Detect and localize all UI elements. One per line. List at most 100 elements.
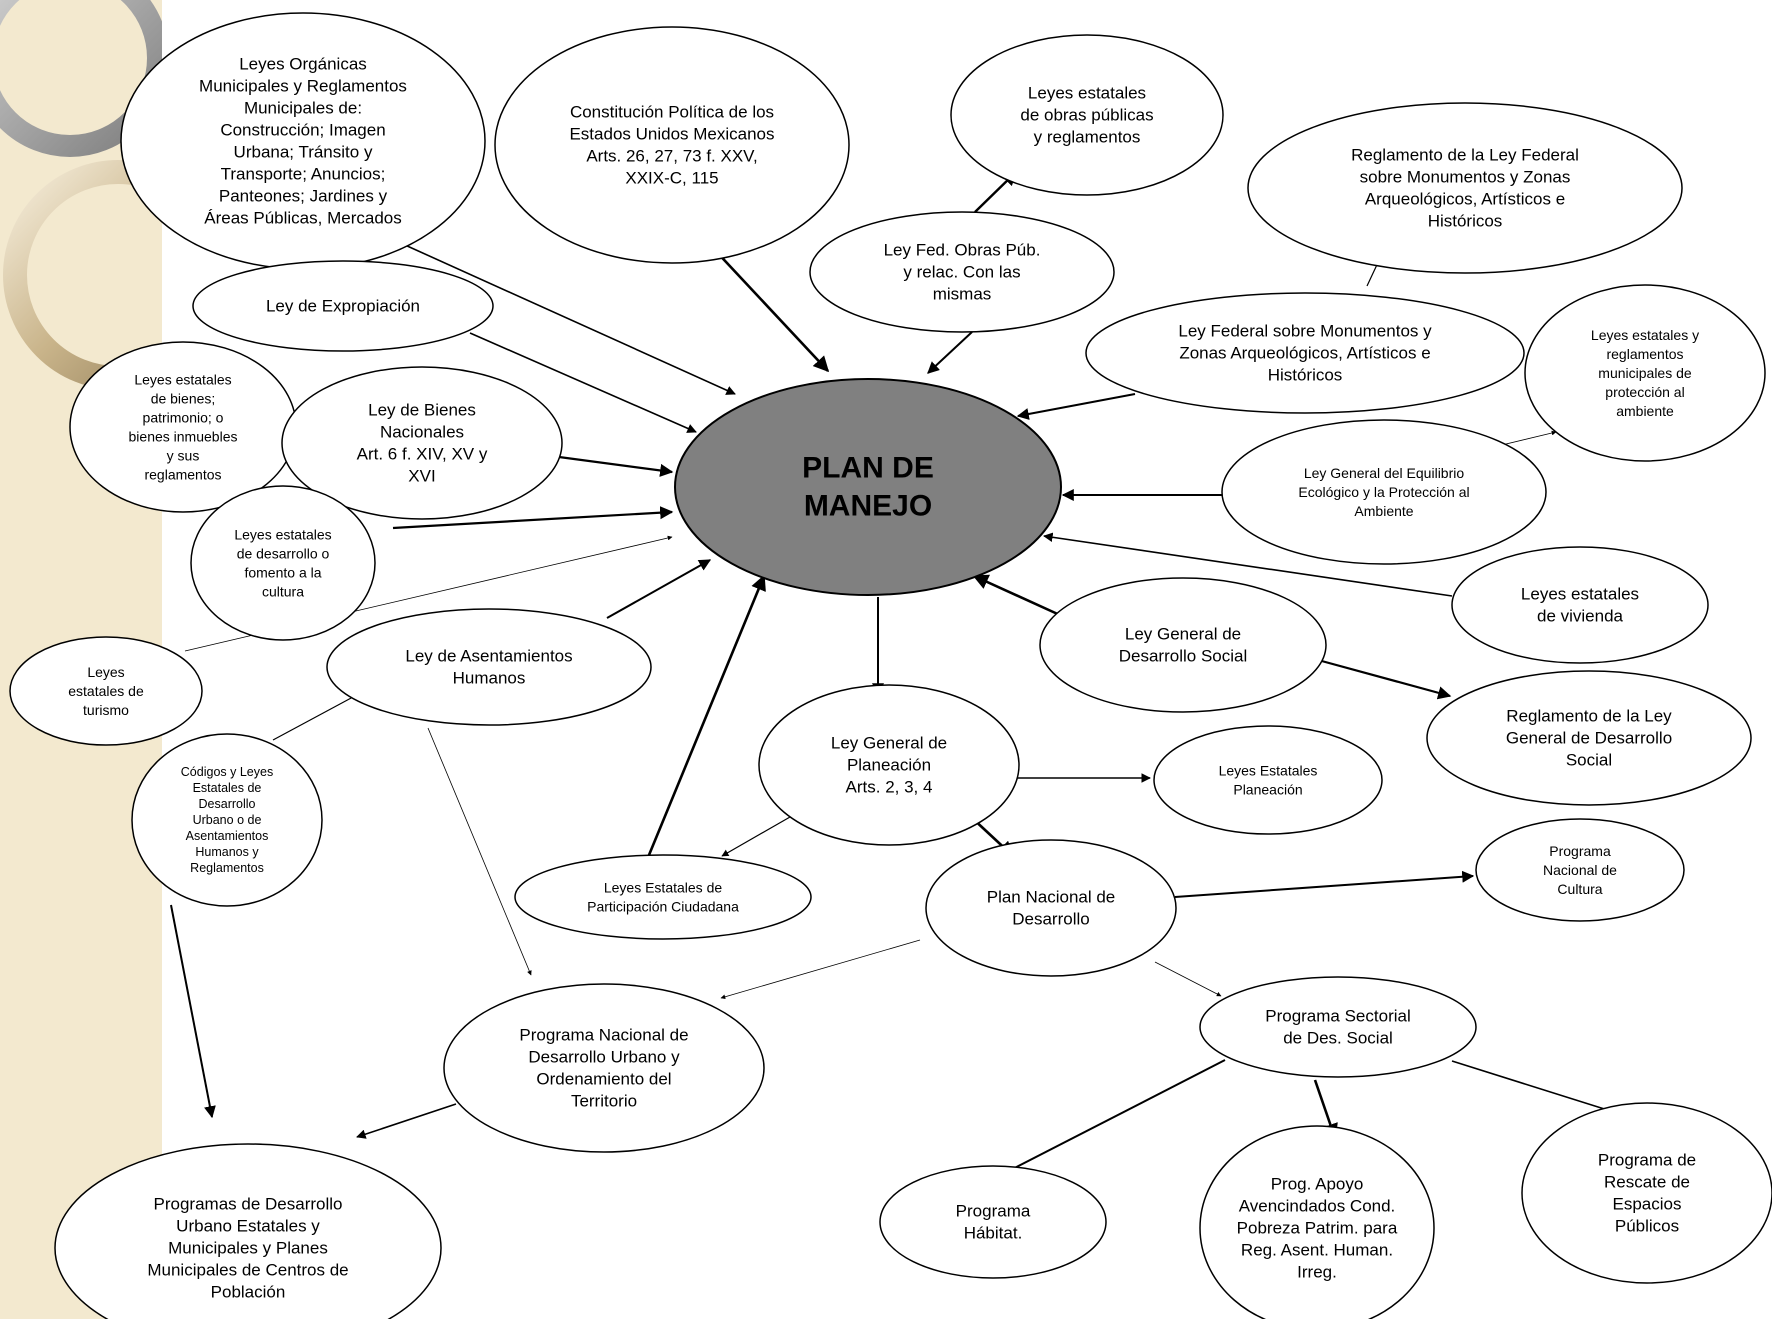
connector-arrow: [170, 904, 216, 1119]
connector-arrow: [469, 332, 697, 433]
node-label-line: Ley General de: [831, 734, 947, 753]
node-label-line: Estatales de: [193, 781, 262, 795]
node-label-line: mismas: [933, 285, 992, 304]
node-label-line: reglamentos: [144, 467, 221, 483]
connector-arrow: [1174, 870, 1475, 898]
node-ellipse: [9, 636, 203, 746]
connector-arrow: [427, 727, 532, 976]
connector-arrow: [404, 244, 736, 395]
connector-arrow: [972, 574, 1063, 618]
node-ellipse: [54, 1143, 442, 1319]
node-ellipse: [326, 608, 652, 726]
node-label-line: Históricos: [1268, 366, 1343, 385]
node-label-line: Urbano o de: [193, 813, 262, 827]
node-ellipse: [879, 1165, 1107, 1279]
node-ellipse: [1039, 577, 1327, 713]
node-leyes-participacion: Leyes Estatales de Participación Ciudadan…: [514, 854, 812, 940]
node-label-line: Urbana; Tránsito y: [234, 143, 373, 162]
node-label-line: Ley General del Equilibrio: [1304, 465, 1465, 481]
node-label-line: Arqueológicos, Artísticos e: [1365, 190, 1565, 209]
node-label-line: Plan Nacional de: [987, 888, 1116, 907]
connector-arrow: [272, 696, 354, 741]
node-ellipse: [950, 34, 1224, 196]
connector-arrow: [392, 506, 674, 530]
node-ellipse: [758, 684, 1020, 846]
connector-arrow: [356, 1103, 457, 1139]
node-label-line: Ley General de: [1125, 625, 1241, 644]
node-label-line: Programas de Desarrollo: [154, 1195, 343, 1214]
node-label-line: Humanos y: [195, 845, 259, 859]
node-ellipse: [131, 733, 323, 907]
node-label-line: MANEJO: [804, 490, 932, 523]
node-label-line: turismo: [83, 702, 129, 718]
node-label-line: Históricos: [1428, 212, 1503, 231]
node-label-line: Rescate de: [1604, 1173, 1690, 1192]
node-label-line: Municipales y Planes: [168, 1239, 328, 1258]
connector-arrow: [720, 939, 921, 1000]
node-label-line: Ley Fed. Obras Púb.: [884, 241, 1041, 260]
node-label-line: Territorio: [571, 1092, 637, 1111]
node-label-line: Reglamento de la Ley: [1506, 707, 1672, 726]
connector-arrow: [721, 816, 791, 857]
node-ellipse: [1524, 284, 1766, 462]
connector-arrow: [647, 574, 766, 856]
node-ellipse: [925, 839, 1177, 977]
node-label-line: Leyes Estatales de: [604, 880, 723, 896]
node-label-line: Pobreza Patrim. para: [1237, 1219, 1398, 1238]
node-label-line: de desarrollo o: [237, 546, 330, 562]
node-label-line: de Des. Social: [1283, 1029, 1393, 1048]
node-ellipse: [443, 983, 765, 1153]
node-label-line: Arts. 2, 3, 4: [846, 778, 933, 797]
node-ellipse: [1475, 818, 1685, 922]
node-label-line: protección al: [1605, 384, 1684, 400]
node-label-line: Leyes estatales y: [1591, 327, 1699, 343]
node-label-line: estatales de: [68, 683, 144, 699]
node-label-line: Planeación: [1233, 782, 1302, 798]
node-label-line: Desarrollo: [199, 797, 256, 811]
node-ley-expropiacion: Ley de Expropiación: [192, 260, 494, 352]
node-label-line: Municipales de:: [244, 99, 362, 118]
node-label-line: Municipales y Reglamentos: [199, 77, 407, 96]
node-label-line: Ley de Asentamientos: [405, 647, 572, 666]
node-label-line: bienes inmuebles: [129, 429, 238, 445]
node-label-line: Social: [1566, 751, 1612, 770]
connector-arrow: [1154, 961, 1222, 997]
node-ellipse: [1085, 292, 1525, 414]
node-label-line: de vivienda: [1537, 607, 1624, 626]
node-label-line: Reg. Asent. Human.: [1241, 1241, 1393, 1260]
connector-arrow: [1016, 393, 1136, 420]
node-label-line: Planeación: [847, 756, 931, 775]
node-label-line: reglamentos: [1606, 346, 1683, 362]
node-label-line: Prog. Apoyo: [1271, 1175, 1364, 1194]
node-label-line: Municipales de Centros de: [147, 1261, 348, 1280]
node-label-line: Ordenamiento del: [536, 1070, 671, 1089]
node-label-line: XVI: [408, 467, 435, 486]
node-label-line: Transporte; Anuncios;: [221, 165, 386, 184]
node-ellipse: [1451, 546, 1709, 664]
node-label-line: Desarrollo Urbano y: [528, 1048, 680, 1067]
node-label-line: Participación Ciudadana: [587, 899, 739, 915]
node-label-line: Ley de Expropiación: [266, 297, 420, 316]
node-label-line: Reglamentos: [190, 861, 264, 875]
node-label-line: Programa: [956, 1202, 1031, 1221]
node-label-line: de bienes;: [151, 391, 216, 407]
node-label-line: Ecológico y la Protección al: [1298, 484, 1469, 500]
